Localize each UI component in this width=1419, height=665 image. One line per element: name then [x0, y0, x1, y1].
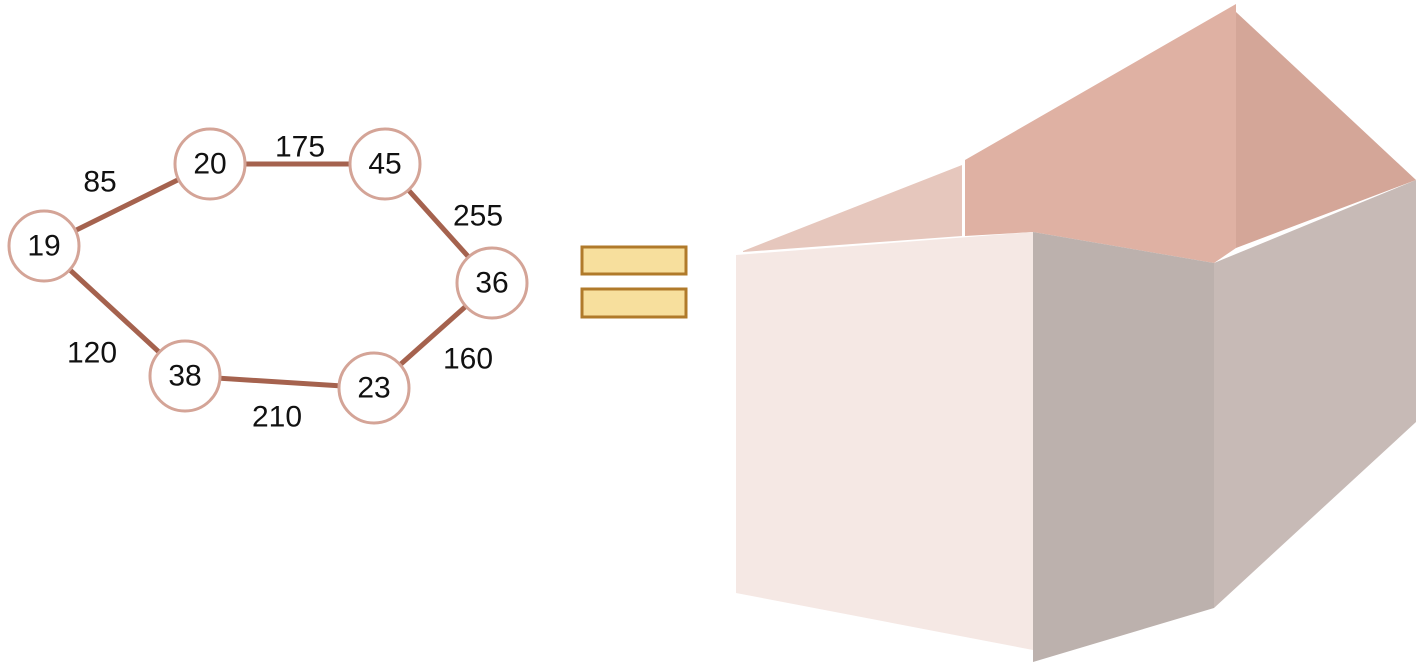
- graph-node: 36: [455, 246, 529, 320]
- node-circle: [173, 127, 247, 201]
- edge-weight-label: 120: [67, 337, 117, 370]
- equals-icon: [580, 245, 688, 319]
- node-label: 45: [368, 148, 401, 181]
- box-flap-back-right: [1236, 12, 1416, 248]
- graph-node: 23: [337, 351, 411, 425]
- cycle-graph: 85 175 255 160 210 120 19 20 45 36 23 38: [7, 127, 529, 434]
- box-flap-left: [743, 165, 962, 252]
- graph-edge-labels: 85 175 255 160 210 120: [67, 131, 503, 434]
- node-circle: [455, 246, 529, 320]
- graph-node: 38: [148, 339, 222, 413]
- graph-node: 20: [173, 127, 247, 201]
- equals-bar-top: [580, 245, 688, 276]
- graph-node: 45: [348, 127, 422, 201]
- edge-weight-label: 210: [252, 401, 302, 434]
- box-flap-back: [965, 4, 1236, 263]
- node-circle: [337, 351, 411, 425]
- box-front-face: [736, 232, 1033, 650]
- edge-weight-label: 255: [453, 200, 503, 233]
- node-label: 23: [357, 372, 390, 405]
- equals-bar-bottom: [580, 287, 688, 319]
- graph-nodes: 19 20 45 36 23 38: [7, 127, 529, 425]
- node-circle: [148, 339, 222, 413]
- box-right-face: [1033, 232, 1214, 662]
- edge-weight-label: 85: [83, 166, 116, 199]
- edge-weight-label: 175: [275, 131, 325, 164]
- edge-weight-label: 160: [443, 343, 493, 376]
- node-label: 36: [475, 267, 508, 300]
- box-back-right-wall: [1214, 180, 1416, 608]
- node-label: 38: [168, 360, 201, 393]
- graph-node: 19: [7, 209, 81, 283]
- open-box-icon: [736, 4, 1416, 662]
- node-circle: [7, 209, 81, 283]
- node-circle: [348, 127, 422, 201]
- node-label: 19: [27, 230, 60, 263]
- node-label: 20: [193, 148, 226, 181]
